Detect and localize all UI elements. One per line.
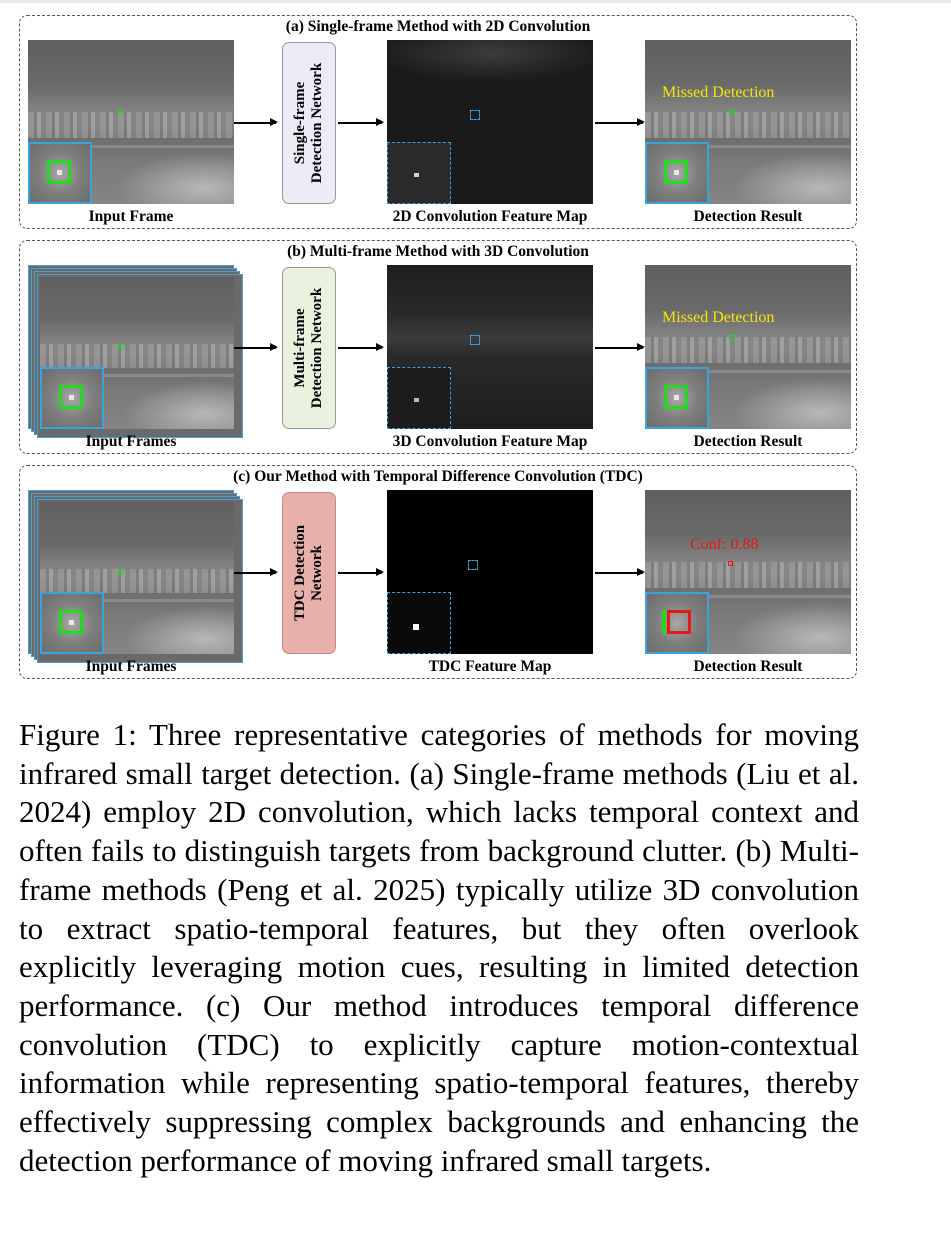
input-frames-image [40,277,234,429]
feature-caption: TDC Feature Map [428,658,552,675]
zoom-inset [28,142,92,204]
panel-title: (c) Our Method with Temporal Difference … [233,468,643,485]
top-rule [0,0,951,3]
target-box [118,344,124,350]
panel-title: (b) Multi-frame Method with 3D Convoluti… [287,243,589,260]
arrow [338,344,384,350]
detection-result-image: Conf: 0.88 [645,490,851,654]
target-box-green [664,160,688,184]
target-box [728,561,733,566]
target-box [118,109,124,115]
target-box [470,110,480,120]
target-box [468,560,478,570]
zoom-inset [645,367,709,429]
input-frame-image [28,40,234,204]
input-caption: Input Frames [85,658,177,675]
target-box [118,569,124,575]
target-box [729,335,735,341]
feature-map-image [387,265,593,429]
target-box-green [662,610,666,634]
feature-caption: 3D Convolution Feature Map [392,433,588,450]
target-box-green [47,160,71,184]
figure-caption: Figure 1: Three representative categorie… [19,717,859,1178]
target-box [729,110,735,116]
zoom-inset [645,592,709,654]
missed-detection-label: Missed Detection [662,309,775,326]
detection-result-image: Missed Detection [645,40,851,204]
target-box-green [664,385,688,409]
confidence-label: Conf: 0.88 [690,536,759,553]
zoom-inset [645,142,709,204]
target-box [470,335,480,345]
zoom-inset [387,592,451,654]
zoom-inset [387,142,451,204]
target-box-green [59,610,83,634]
zoom-inset [387,367,451,429]
arrow [338,119,384,125]
input-frames-image [40,502,234,654]
result-caption: Detection Result [693,658,803,675]
detection-result-image: Missed Detection [645,265,851,429]
result-caption: Detection Result [693,433,803,450]
zoom-inset [40,367,104,429]
arrow [234,569,278,575]
arrow [338,569,384,575]
arrow [234,119,278,125]
zoom-inset [40,592,104,654]
arrow [595,119,645,125]
target-box-green [59,385,83,409]
panel-single-frame: (a) Single-frame Method with 2D Convolut… [19,15,857,229]
feature-caption: 2D Convolution Feature Map [392,208,588,225]
input-caption: Input Frames [85,433,177,450]
panel-multi-frame: (b) Multi-frame Method with 3D Convoluti… [19,240,857,454]
arrow [234,344,278,350]
result-caption: Detection Result [693,208,803,225]
target-box-red [667,610,691,634]
feature-map-image [387,40,593,204]
arrow [595,344,645,350]
arrow [595,569,645,575]
panel-tdc: (c) Our Method with Temporal Difference … [19,465,857,679]
input-caption: Input Frame [88,208,174,225]
feature-map-image [387,490,593,654]
panel-title: (a) Single-frame Method with 2D Convolut… [285,18,591,35]
missed-detection-label: Missed Detection [662,84,775,101]
